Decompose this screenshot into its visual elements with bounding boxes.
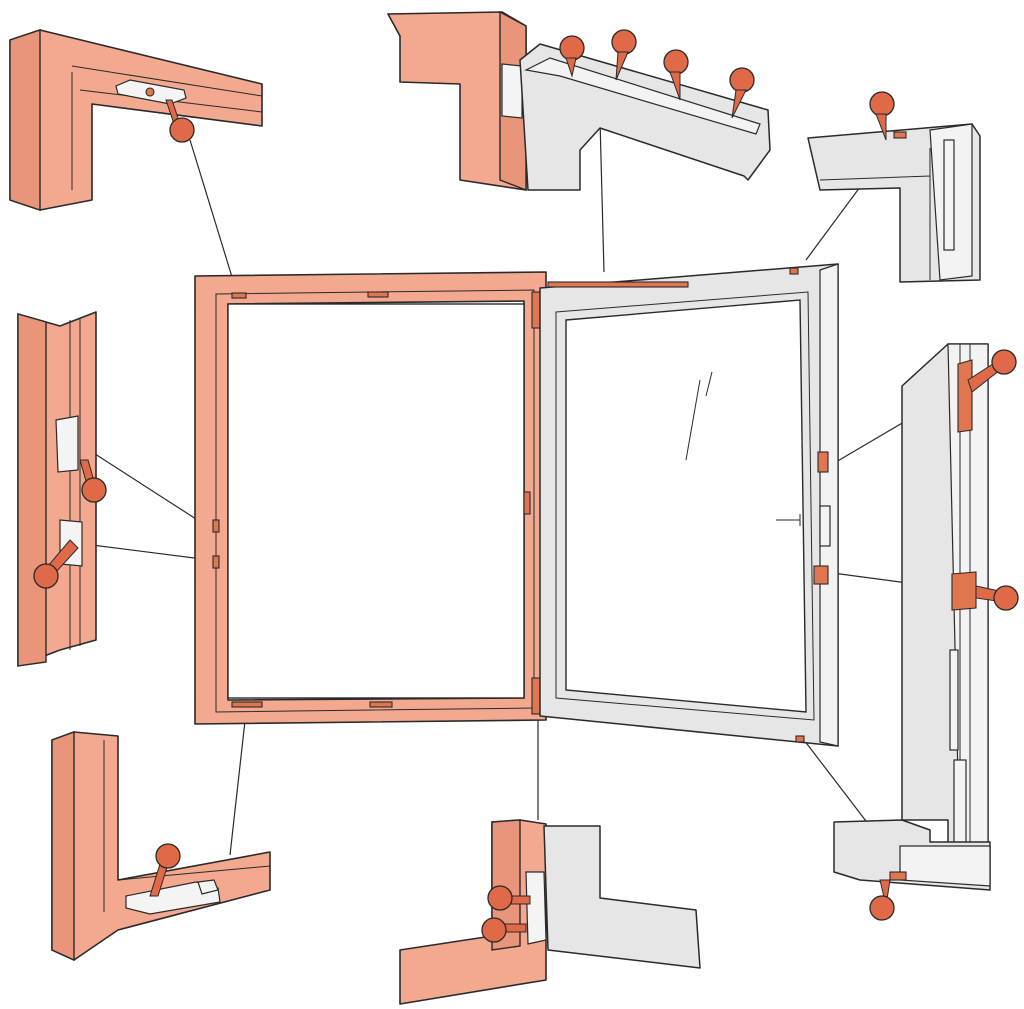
detail-left-side-locks — [17, 311, 107, 667]
left-keeper-upper — [55, 415, 79, 473]
frame-keeper-right — [523, 491, 531, 515]
knob-left-upper — [81, 477, 107, 503]
knob-right-lower — [993, 585, 1019, 611]
knob-top-right — [869, 91, 895, 117]
knob-bottom-left — [155, 843, 181, 869]
sash-corner-top-right — [789, 267, 799, 275]
frame-keeper-bottom-2 — [369, 701, 393, 708]
knob-bottom-hinge-1 — [487, 885, 513, 911]
detail-bottom-right-corner — [833, 819, 991, 921]
sash-handle — [776, 514, 801, 526]
glass-reflection-1 — [685, 379, 701, 461]
bottom-hinge-plate — [525, 871, 547, 945]
knob-top-3 — [663, 49, 689, 75]
sash-lock-lower — [813, 565, 829, 585]
detail-top-right-corner — [807, 91, 981, 283]
knob-bottom-hinge-2 — [481, 917, 507, 943]
right-lock-lower — [951, 571, 977, 611]
main-frame-opening — [227, 303, 525, 699]
knob-top-left — [169, 117, 195, 143]
frame-keeper-left-1 — [212, 519, 220, 533]
frame-keeper-left-2 — [212, 555, 220, 569]
leader-top-sash — [599, 119, 605, 273]
frame-keeper-bottom-1 — [231, 701, 263, 708]
right-lock-upper — [957, 359, 973, 433]
knob-top-2 — [611, 29, 637, 55]
detail-bottom-left-corner — [51, 731, 271, 962]
knob-bottom-right — [869, 895, 895, 921]
frame-hinge-top — [531, 291, 541, 329]
sash-glass — [565, 299, 807, 713]
detail-top-left-corner — [9, 29, 263, 211]
sash-lock-upper — [817, 451, 829, 473]
knob-right-upper — [991, 349, 1017, 375]
detail-top-sash-hinges — [387, 10, 771, 192]
knob-top-1 — [559, 35, 585, 61]
sash-corner-bottom-right — [795, 735, 805, 743]
leader-left-upper — [91, 451, 211, 529]
frame-keeper-top-mid — [367, 291, 389, 298]
leader-top-left — [189, 139, 237, 291]
knob-top-4 — [729, 67, 755, 93]
top-hinge-plate — [501, 63, 523, 119]
detail-right-side-locks — [901, 343, 1019, 865]
leader-bottom-left — [229, 711, 247, 856]
frame-hinge-bottom — [531, 677, 541, 715]
detail-bottom-hinge — [399, 819, 701, 1005]
glass-reflection-2 — [705, 371, 713, 397]
bottom-keeper — [125, 881, 221, 915]
main-frame — [194, 271, 547, 725]
sash-stay-arm — [547, 281, 689, 288]
leader-left-lower — [91, 544, 211, 561]
open-sash — [539, 263, 839, 747]
frame-keeper-top-left — [231, 292, 247, 299]
knob-left-lower — [33, 563, 59, 589]
